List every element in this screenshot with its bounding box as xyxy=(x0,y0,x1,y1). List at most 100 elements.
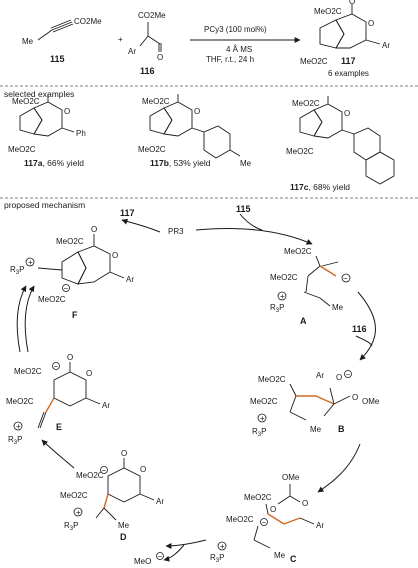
svg-text:MeO2C: MeO2C xyxy=(12,97,40,106)
arrow-meo-out xyxy=(163,544,185,562)
svg-text:Me: Me xyxy=(118,521,130,530)
selected-examples-title: selected examples xyxy=(4,89,74,99)
svg-text:−: − xyxy=(346,370,351,379)
svg-text:MeO2C: MeO2C xyxy=(258,375,286,384)
svg-text:+: + xyxy=(76,508,81,517)
svg-text:O: O xyxy=(352,393,358,402)
label-117-out: 117 xyxy=(120,208,135,218)
label-e: E xyxy=(56,422,62,432)
label-115-in: 115 xyxy=(236,204,251,214)
label-115: 115 xyxy=(50,54,65,64)
arrow-b-to-c xyxy=(317,443,361,493)
svg-text:Ar: Ar xyxy=(316,371,324,380)
catalyst-pr3: PR3 xyxy=(168,227,184,236)
svg-text:MeO2C: MeO2C xyxy=(226,515,254,524)
svg-text:PCy3 (100 mol%): PCy3 (100 mol%) xyxy=(204,25,267,34)
svg-text:THF, r.t., 24 h: THF, r.t., 24 h xyxy=(206,55,254,64)
svg-text:MeO2C: MeO2C xyxy=(14,367,42,376)
svg-text:Ar: Ar xyxy=(128,47,136,56)
svg-text:Me: Me xyxy=(22,37,34,46)
intermediate-b: MeO2C Ar O − O OMe MeO2C + R3P Me B xyxy=(250,370,380,438)
svg-text:O: O xyxy=(91,225,97,234)
svg-text:MeO2C: MeO2C xyxy=(292,99,320,108)
svg-text:MeO2C: MeO2C xyxy=(38,295,66,304)
reactant-115: Me CO2Me 115 xyxy=(22,17,102,64)
intermediate-e: O O Ar MeO2C − MeO2C + R3P E xyxy=(6,353,110,446)
svg-text:MeO2C: MeO2C xyxy=(142,97,170,106)
svg-text:Ar: Ar xyxy=(126,275,134,284)
arrow-a-to-b xyxy=(357,291,376,361)
intermediate-c: OMe O MeO2C O Ar MeO2C − + R3P Me C xyxy=(210,473,324,564)
svg-text:Ar: Ar xyxy=(156,497,164,506)
svg-text:−: − xyxy=(102,466,107,475)
svg-text:+: + xyxy=(16,422,21,431)
svg-text:6 examples: 6 examples xyxy=(328,69,369,78)
methoxide: MeO xyxy=(134,557,151,566)
svg-text:O: O xyxy=(140,465,146,474)
svg-text:117b, 53% yield: 117b, 53% yield xyxy=(150,158,211,168)
svg-text:R3P: R3P xyxy=(10,265,24,276)
arrow-e-to-f-2 xyxy=(24,285,35,353)
label-d: D xyxy=(120,532,127,542)
arrow-d-to-e xyxy=(41,439,75,469)
label-116: 116 xyxy=(140,66,155,76)
label-c: C xyxy=(290,554,297,564)
svg-text:O: O xyxy=(157,53,163,62)
svg-text:O: O xyxy=(67,353,73,362)
plus-sign: + xyxy=(118,35,123,44)
svg-text:O: O xyxy=(112,251,118,260)
label-117: 117 xyxy=(341,56,356,66)
svg-text:O: O xyxy=(344,109,350,118)
svg-text:117c, 68% yield: 117c, 68% yield xyxy=(290,182,350,192)
svg-text:Ar: Ar xyxy=(102,401,110,410)
arrow-116-in xyxy=(355,335,373,347)
svg-text:+: + xyxy=(220,542,225,551)
svg-text:MeO2C: MeO2C xyxy=(76,471,104,480)
svg-text:O: O xyxy=(270,505,276,514)
svg-text:MeO2C: MeO2C xyxy=(56,237,84,246)
svg-text:−: − xyxy=(158,552,163,561)
label-b: B xyxy=(338,424,345,434)
label-116-in: 116 xyxy=(352,324,367,334)
svg-text:+: + xyxy=(260,414,265,423)
svg-text:O: O xyxy=(349,0,355,6)
svg-text:Me: Me xyxy=(274,551,286,560)
arrow-e-to-f-1 xyxy=(16,285,27,353)
arrow-c-to-d xyxy=(165,539,207,549)
example-117a: MeO2C O Ph MeO2C 117a, 66% yield xyxy=(8,94,86,168)
svg-text:R3P: R3P xyxy=(210,553,224,564)
reactant-116: CO2Me Ar O 116 xyxy=(128,11,166,76)
svg-text:MeO2C: MeO2C xyxy=(138,145,166,154)
svg-text:−: − xyxy=(64,284,69,293)
svg-text:Ph: Ph xyxy=(76,129,86,138)
arrow-f-to-pr3 xyxy=(121,218,161,233)
svg-text:Ar: Ar xyxy=(382,41,390,50)
reaction-arrow: PCy3 (100 mol%) 4 Å MS THF, r.t., 24 h xyxy=(190,25,301,64)
svg-text:MeO2C: MeO2C xyxy=(314,7,342,16)
label-a: A xyxy=(300,316,307,326)
svg-text:O: O xyxy=(336,373,342,382)
svg-text:MeO2C: MeO2C xyxy=(244,493,272,502)
svg-text:4 Å MS: 4 Å MS xyxy=(226,45,252,54)
svg-text:MeO2C: MeO2C xyxy=(6,397,34,406)
svg-text:O: O xyxy=(121,449,127,458)
svg-text:MeO2C: MeO2C xyxy=(284,247,312,256)
svg-text:MeO2C: MeO2C xyxy=(270,273,298,282)
svg-text:117a, 66% yield: 117a, 66% yield xyxy=(24,158,84,168)
svg-text:−: − xyxy=(54,362,59,371)
svg-text:Ar: Ar xyxy=(316,521,324,530)
svg-text:−: − xyxy=(262,518,267,527)
svg-text:MeO2C: MeO2C xyxy=(8,145,36,154)
intermediate-f: MeO2C O O Ar + R3P − MeO2C F xyxy=(10,225,134,320)
svg-text:R3P: R3P xyxy=(8,435,22,446)
arrow-pr3-to-a xyxy=(195,228,313,245)
svg-text:R3P: R3P xyxy=(252,427,266,438)
svg-text:Me: Me xyxy=(310,425,322,434)
svg-text:R3P: R3P xyxy=(270,303,284,314)
svg-text:CO2Me: CO2Me xyxy=(74,17,102,26)
example-117c: MeO2C O MeO2C 117c, 68% yield xyxy=(286,96,395,192)
svg-text:O: O xyxy=(194,107,200,116)
intermediate-d: O O Ar MeO2C − MeO2C + R3P Me D xyxy=(60,449,164,542)
label-f: F xyxy=(72,310,78,320)
